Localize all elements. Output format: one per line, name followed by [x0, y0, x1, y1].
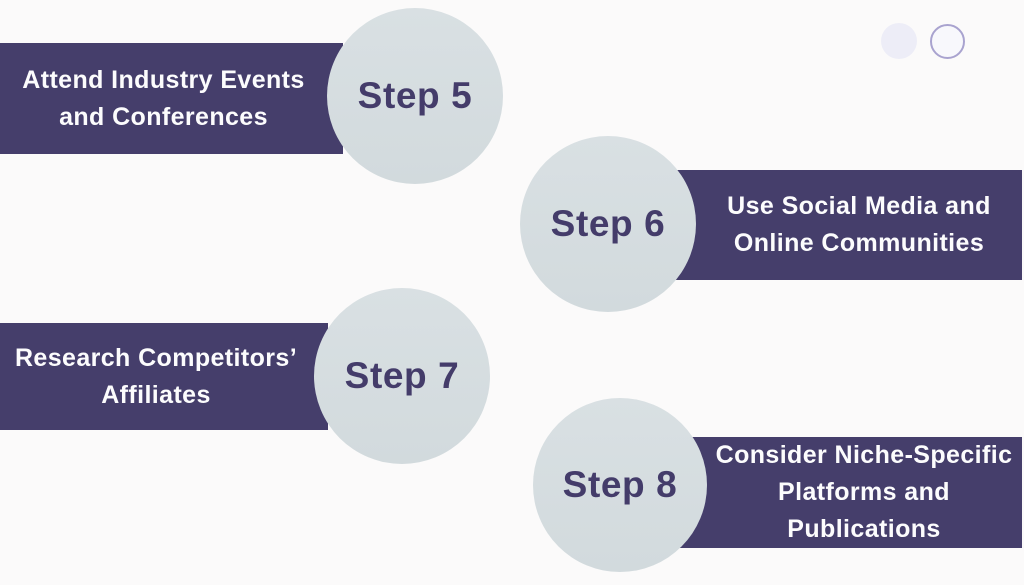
step8-banner-line3: Publications — [787, 515, 941, 543]
step5-banner-line1: Attend Industry Events — [22, 65, 305, 94]
step7-banner: Research Competitors’ Affiliates — [0, 323, 328, 430]
step7-label: Step 7 — [344, 355, 460, 396]
step8-banner-line2: Platforms and — [778, 478, 950, 506]
step8-banner-line1: Consider Niche-Specific — [715, 441, 1013, 469]
step5-banner: Attend Industry Events and Conferences — [0, 43, 343, 154]
step6-circle: Step 6 — [520, 136, 696, 312]
step7-banner-line1: Research Competitors’ — [14, 343, 298, 372]
decorative-dot-outline-icon — [930, 24, 965, 59]
decorative-dot-filled-icon — [881, 23, 917, 59]
step8-circle: Step 8 — [533, 398, 707, 572]
step7-circle: Step 7 — [314, 288, 490, 464]
step6-label: Step 6 — [550, 203, 666, 244]
step5-label: Step 5 — [357, 75, 473, 116]
step6-banner-line2: Online Communities — [733, 229, 985, 257]
step8-label: Step 8 — [562, 464, 678, 505]
step7-banner-line2: Affiliates — [101, 380, 211, 409]
step5-banner-line2: and Conferences — [59, 102, 268, 131]
step5-circle: Step 5 — [327, 8, 503, 184]
step6-banner-line1: Use Social Media and — [727, 192, 991, 220]
